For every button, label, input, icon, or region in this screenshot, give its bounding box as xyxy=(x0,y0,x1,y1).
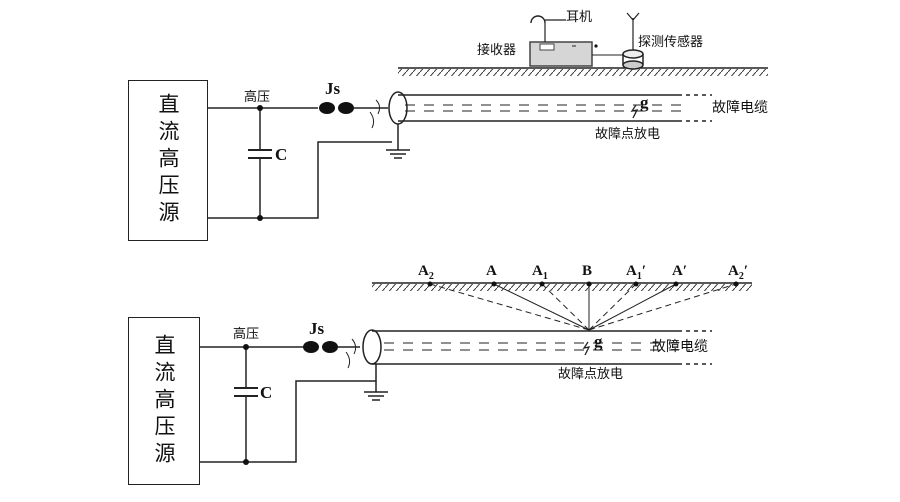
top-ground-hatch xyxy=(398,69,768,76)
receiver-label: 接收器 xyxy=(477,43,517,58)
point-a: A xyxy=(486,263,497,279)
bottom-fault-spark xyxy=(582,341,591,356)
top-spark-gap-left xyxy=(319,102,335,114)
top-capacitor-label: C xyxy=(275,145,288,164)
receiver-box xyxy=(529,41,593,67)
point-a-prime: A′ xyxy=(672,263,688,279)
bottom-capacitor-label: C xyxy=(260,383,273,402)
bottom-gap-label: Js xyxy=(309,319,325,338)
sensor-label: 探测传感器 xyxy=(638,35,704,50)
top-cable-end xyxy=(388,91,408,125)
bottom-hv-label: 高压 xyxy=(233,327,260,342)
sound-rays xyxy=(429,283,737,331)
top-cable-label: 故障电缆 xyxy=(712,100,768,116)
top-fault-mark: g xyxy=(640,93,649,112)
bottom-cable-label: 故障电缆 xyxy=(652,339,708,355)
top-fault-spark xyxy=(630,104,639,119)
point-a1: A1 xyxy=(532,263,548,282)
bottom-return-wire xyxy=(200,364,377,463)
top-fault-label: 故障点放电 xyxy=(595,127,661,142)
top-source-label: 直流高压源 xyxy=(156,93,180,228)
top-gap-label: Js xyxy=(325,79,341,98)
point-a2-prime: A2′ xyxy=(728,263,749,282)
point-b: B xyxy=(582,263,593,279)
earphone-icon xyxy=(530,15,546,24)
bottom-spark-gap-right xyxy=(322,341,338,353)
sensor-icon xyxy=(622,60,644,70)
earphone-label: 耳机 xyxy=(566,10,593,25)
bottom-source-label: 直流高压源 xyxy=(152,333,176,469)
top-circuit xyxy=(208,12,768,219)
point-a1-prime: A1′ xyxy=(626,263,647,282)
bottom-fault-label: 故障点放电 xyxy=(558,367,624,382)
top-hv-label: 高压 xyxy=(244,90,271,105)
point-a2: A2 xyxy=(418,263,434,282)
bottom-circuit xyxy=(200,282,752,463)
bottom-cable-end xyxy=(362,329,382,365)
bottom-dc-hv-source: 直流高压源 xyxy=(128,317,200,485)
top-dc-hv-source: 直流高压源 xyxy=(128,80,208,241)
bottom-fault-mark: g xyxy=(594,332,603,351)
top-return-wire xyxy=(208,141,392,219)
top-spark-gap-right xyxy=(338,102,354,114)
bottom-ground-hatch xyxy=(372,284,752,291)
junction-dots xyxy=(243,44,739,465)
bottom-spark-gap-left xyxy=(303,341,319,353)
